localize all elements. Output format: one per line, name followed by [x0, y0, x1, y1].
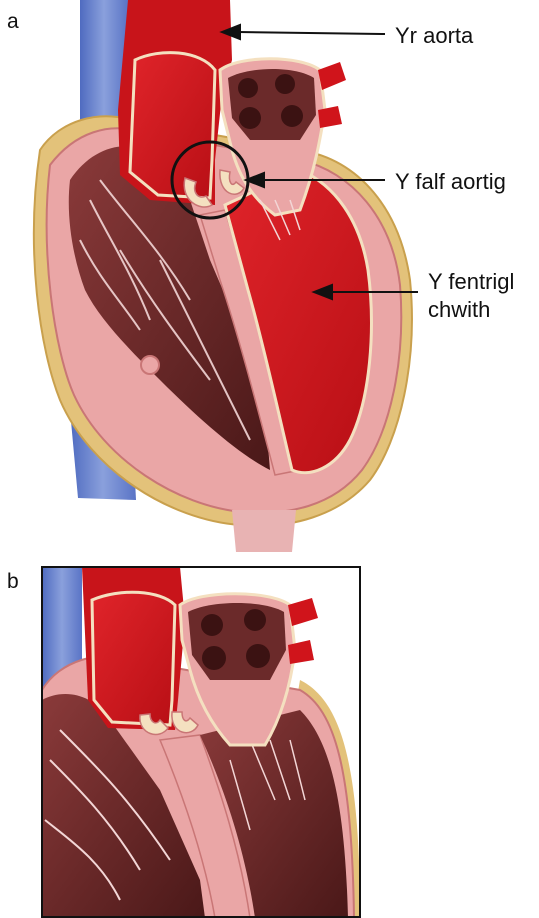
panel-b-heart [42, 567, 360, 918]
arrow-aorta-line [238, 32, 385, 34]
pulmonary-vein-stub-top [318, 62, 346, 90]
panel-a-heart [34, 0, 418, 552]
pulmonary-vein-stub-bottom [318, 106, 342, 128]
papillary-muscle-shape [141, 356, 159, 374]
b-aorta-inner-shape [92, 592, 175, 725]
descending-vessel-stub [232, 510, 296, 552]
b-left-atrium-inner-shape [188, 603, 286, 680]
